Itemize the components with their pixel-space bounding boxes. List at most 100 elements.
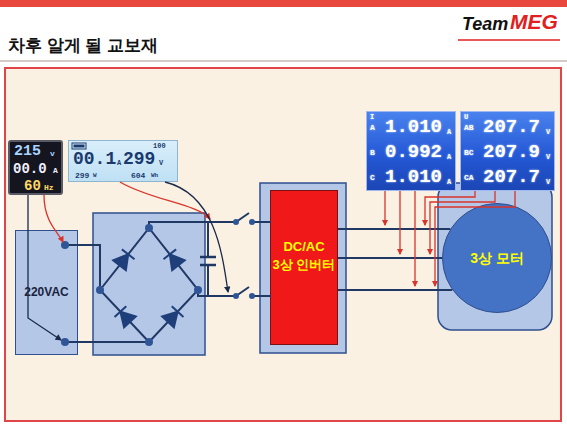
- junction-dot: [145, 224, 153, 232]
- meter-reading: Wh: [151, 173, 158, 179]
- meter-reading: v: [50, 150, 55, 158]
- meter-reading: C: [370, 174, 375, 182]
- node-label: 3상 인버터: [273, 256, 336, 274]
- meter-reading: AB: [464, 124, 474, 132]
- meter-leads: [28, 182, 515, 340]
- meter-reading: A: [53, 167, 58, 175]
- inverter-housing: [260, 183, 346, 353]
- switch-blade: [236, 213, 249, 222]
- meter-reading: CA: [464, 174, 474, 182]
- meter-lead: [28, 195, 61, 340]
- meter-reading: 207.7: [483, 168, 540, 187]
- motor-circle: 3상 모터: [442, 203, 552, 313]
- meter-reading: A: [117, 160, 121, 167]
- capacitor-lead: [207, 265, 209, 296]
- phase-wire: [338, 228, 450, 230]
- junction-dot: [145, 338, 153, 346]
- ac-power-meter: 215 v00.0 A 60Hz: [8, 140, 63, 195]
- logo-underline: [458, 39, 560, 41]
- dc-wire: [198, 290, 234, 296]
- line-voltage-meter: UAB207.7VBC207.9VCA207.7V: [460, 111, 555, 191]
- header-rule: [0, 60, 567, 62]
- diode-triangle: [115, 306, 136, 327]
- inverter-box: DC/AC3상 인버터: [270, 190, 338, 345]
- battery-outline: [72, 143, 86, 149]
- dc-power-meter: 10000.1A299V299W604Wh: [68, 140, 178, 182]
- meter-reading: 0.992: [385, 143, 442, 162]
- capacitor-symbol: [200, 257, 216, 265]
- meter-reading: V: [546, 179, 550, 186]
- meter-reading: 207.9: [483, 143, 540, 162]
- diode-symbol: [164, 249, 185, 270]
- meter-reading: V: [546, 129, 550, 136]
- meter-lead: [430, 191, 495, 254]
- capacitor-plate: [200, 256, 216, 259]
- capacitor-plate: [200, 264, 216, 267]
- meter-reading: 100: [153, 143, 166, 150]
- meter-reading: 207.7: [483, 118, 540, 137]
- logo-text: Team: [462, 15, 508, 33]
- node-label: 3상 모터: [470, 249, 524, 268]
- meter-lead: [414, 191, 415, 286]
- meter-reading: Hz: [44, 184, 54, 192]
- meter-reading: 1.010: [385, 118, 442, 137]
- ac-source-box: 220VAC: [15, 230, 78, 355]
- meter-reading: 60: [24, 179, 41, 193]
- ac-wire: [65, 341, 149, 343]
- dc-wire: [149, 222, 234, 228]
- slide-title: 차후 알게 될 교보재: [8, 34, 158, 57]
- meter-reading: U: [464, 114, 468, 121]
- dc-wire: [252, 295, 271, 297]
- meter-reading: I: [370, 114, 374, 121]
- diode-triangle: [113, 249, 134, 270]
- meter-lead: [165, 182, 228, 292]
- diode-symbol: [115, 306, 136, 327]
- diode-bar: [115, 306, 127, 317]
- diagram-panel: [5, 68, 561, 421]
- diode-triangle: [164, 249, 185, 270]
- switch-contact: [249, 219, 255, 225]
- junction-dots: [61, 219, 255, 346]
- switch-blade: [236, 287, 249, 296]
- meter-reading: 1.010: [385, 168, 442, 187]
- meter-reading: 215: [14, 144, 41, 159]
- meter-lead: [120, 182, 210, 219]
- meter-lead: [399, 191, 400, 254]
- meter-reading: 00.1: [73, 150, 116, 168]
- meter-lead: [384, 191, 385, 225]
- diode-symbol: [162, 306, 183, 327]
- meter-lead: [435, 191, 515, 286]
- meter-reading: 604: [131, 172, 145, 180]
- meter-reading: B: [370, 149, 375, 157]
- junction-dot: [96, 286, 104, 294]
- meter-reading: A: [370, 124, 375, 132]
- ac-wire: [65, 245, 100, 290]
- rectifier-box: [93, 213, 205, 355]
- bridge-wire: [100, 228, 198, 342]
- meter-reading: V: [159, 160, 163, 167]
- diode-symbols: [113, 249, 184, 327]
- capacitor-lead: [207, 222, 209, 257]
- diode-bar: [122, 249, 135, 259]
- phase-current-meter: IA1.010AB0.992AC1.010A: [366, 111, 456, 191]
- meter-reading: 00.0: [13, 162, 47, 176]
- meter-reading: W: [93, 173, 97, 179]
- meter-reading: V: [546, 154, 550, 161]
- terminal-dot: [61, 241, 69, 249]
- dc-wire: [252, 221, 271, 223]
- meter-lead: [425, 191, 475, 225]
- phase-wire: [338, 257, 442, 259]
- diode-bar: [164, 249, 177, 259]
- switch-contact: [233, 293, 239, 299]
- meter-reading: A: [447, 179, 451, 186]
- terminal-dot: [61, 338, 69, 346]
- switch-contact: [233, 219, 239, 225]
- battery-level: [74, 145, 85, 148]
- diode-bar: [172, 306, 184, 317]
- diode-symbol: [113, 249, 134, 270]
- meter-reading: BC: [464, 149, 474, 157]
- meter-reading: 299: [75, 172, 89, 180]
